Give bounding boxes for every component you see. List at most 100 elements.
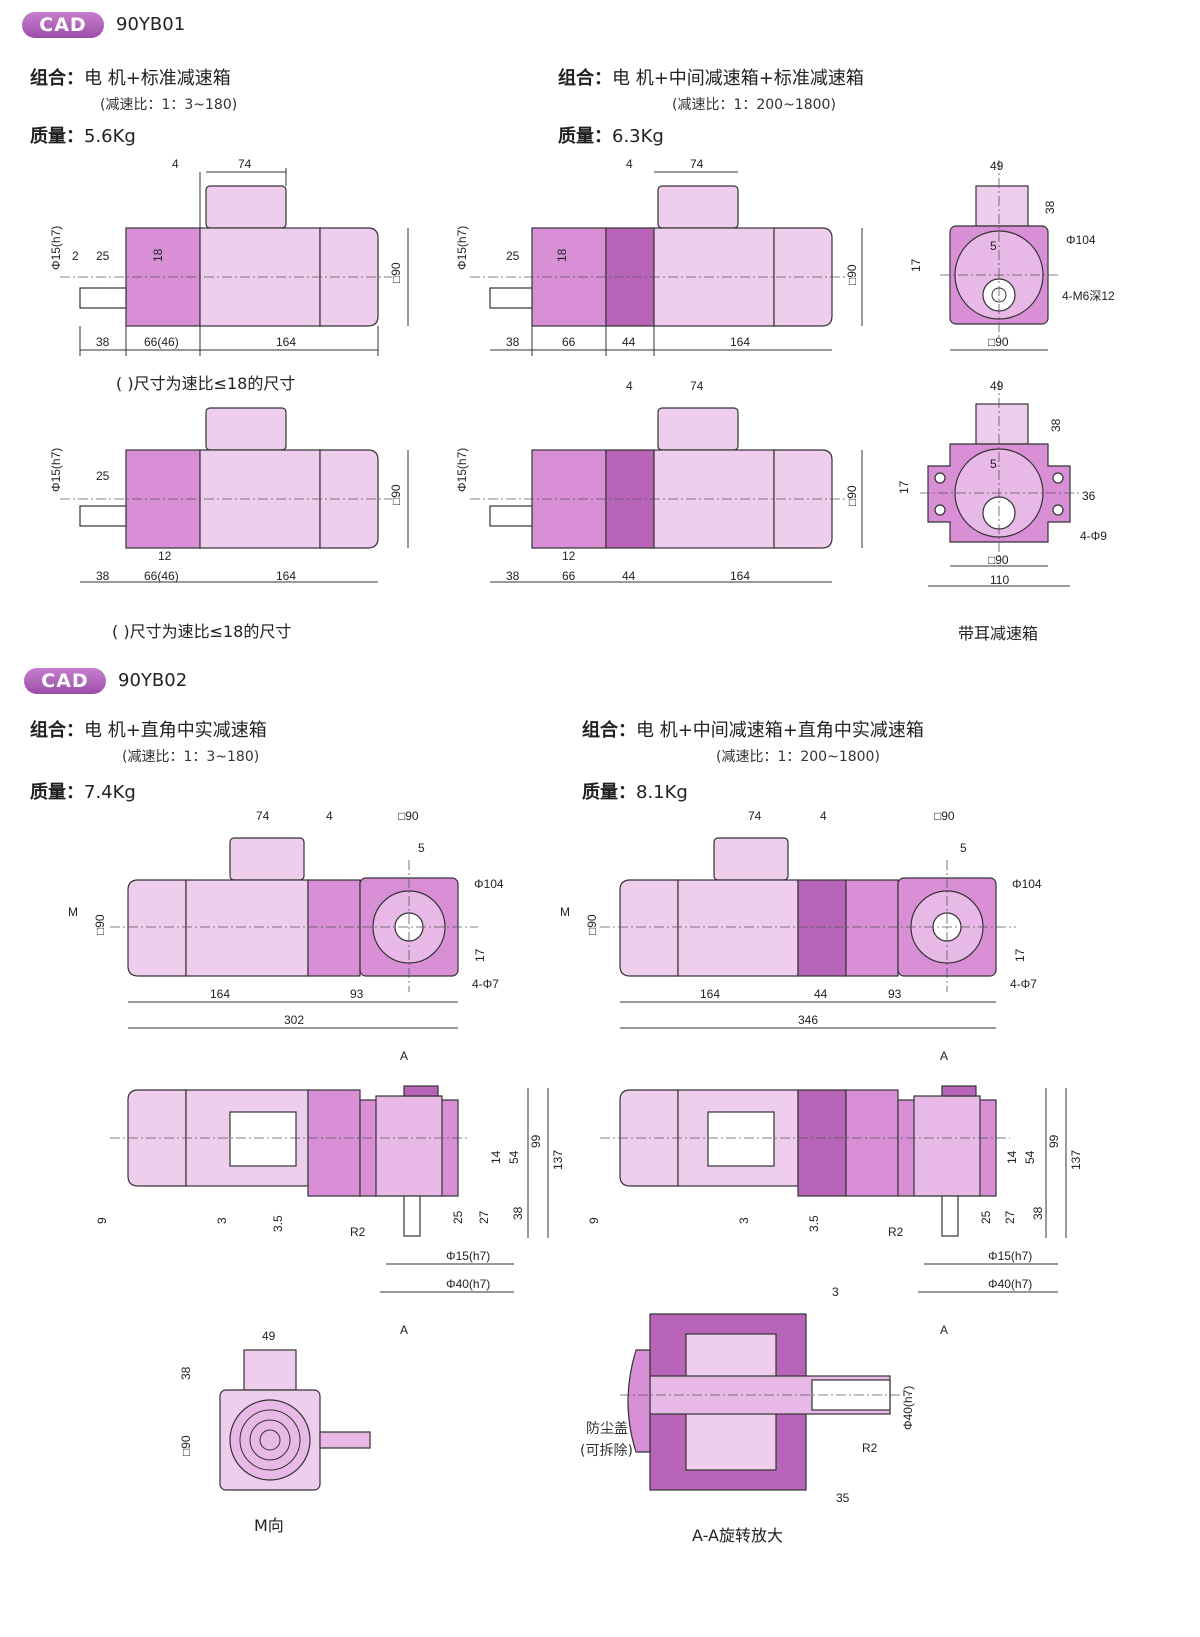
dim-18: 18 xyxy=(555,248,569,262)
combo-value: 电 机+中间减速箱+直角中实减速箱 xyxy=(636,720,924,741)
mass-label: 质量： xyxy=(558,126,612,147)
hollow-output xyxy=(913,1095,981,1197)
side-shaft xyxy=(319,1431,371,1449)
dust-cover-note: (可拆除) xyxy=(580,1443,633,1459)
dim-36: 36 xyxy=(1082,489,1096,503)
note-ratio-1: ( )尺寸为速比≤18的尺寸 xyxy=(116,374,296,393)
gearbox-body xyxy=(845,879,899,977)
dim-sq90: □90 xyxy=(93,914,107,935)
output-shaft xyxy=(489,287,533,309)
combo-right-1: 组合：电 机+中间减速箱+标准减速箱 xyxy=(558,64,864,90)
dim-17: 17 xyxy=(1013,948,1027,962)
dim-phi15: Φ15(h7) xyxy=(49,448,63,492)
dim-4: 4 xyxy=(326,809,333,823)
motor-endcap xyxy=(127,1089,187,1187)
dim-phi104: Φ104 xyxy=(1012,877,1042,891)
mass-left-1: 质量：5.6Kg xyxy=(30,122,136,148)
mass-label: 质量： xyxy=(582,782,636,803)
mass-value: 6.3Kg xyxy=(612,126,664,147)
terminal-box xyxy=(205,185,287,229)
drawing-90yb01-standard-b: 38 66(46) 164 12 □90 Φ15(h7) 25 xyxy=(49,407,409,583)
dim-3: 3 xyxy=(737,1217,751,1224)
section-a-top: A xyxy=(940,1049,948,1063)
dim-38: 38 xyxy=(96,335,110,349)
dim-25: 25 xyxy=(96,469,110,483)
dim-sq90: □90 xyxy=(389,262,403,283)
combo-value: 电 机+中间减速箱+标准减速箱 xyxy=(612,68,864,89)
note-ratio-2: ( )尺寸为速比≤18的尺寸 xyxy=(112,622,292,641)
dim-3-5: 3.5 xyxy=(807,1215,821,1232)
drawing-90yb01-front: 49 38 Φ104 4-M6深12 5 17 □90 xyxy=(909,159,1115,351)
combo-label: 组合： xyxy=(582,720,636,741)
shaft-top xyxy=(941,1085,977,1097)
dim-74: 74 xyxy=(690,157,704,171)
dim-164: 164 xyxy=(700,987,720,1001)
dim-sq90: □90 xyxy=(845,264,859,285)
dim-27: 27 xyxy=(477,1210,491,1224)
dim-35: 35 xyxy=(836,1491,850,1505)
label-m: M xyxy=(68,905,78,919)
dim-44: 44 xyxy=(814,987,828,1001)
dim-25: 25 xyxy=(506,249,520,263)
dim-sq90-top: □90 xyxy=(398,809,419,823)
dim-164: 164 xyxy=(276,335,296,349)
dim-54: 54 xyxy=(507,1150,521,1164)
dim-38: 38 xyxy=(96,569,110,583)
shaft-top xyxy=(403,1085,439,1097)
dim-74: 74 xyxy=(238,157,252,171)
dim-27: 27 xyxy=(1003,1210,1017,1224)
mass-value: 5.6Kg xyxy=(84,126,136,147)
dim-49: 49 xyxy=(990,379,1004,393)
dim-4: 4 xyxy=(626,379,633,393)
drawing-90yb01-standard: 74 4 38 66(46) 164 □90 Φ15(h7) 25 2 18 xyxy=(49,157,409,356)
dim-9: 9 xyxy=(587,1217,601,1224)
dim-phi40: Φ40(h7) xyxy=(988,1277,1032,1291)
ratio-right-2: (减速比：1：200~1800) xyxy=(716,749,880,765)
dim-17: 17 xyxy=(909,258,923,272)
dim-74: 74 xyxy=(748,809,762,823)
drawing-90yb01-intermediate-b: 38 66 44 164 12 74 4 □90 Φ15(h7) xyxy=(455,379,863,583)
shaft-key xyxy=(403,1195,421,1237)
motor-body xyxy=(677,879,799,977)
mass-left-2: 质量：7.4Kg xyxy=(30,778,136,804)
dim-38: 38 xyxy=(506,335,520,349)
dim-17: 17 xyxy=(473,948,487,962)
dim-sq90-top: □90 xyxy=(934,809,955,823)
motor-body xyxy=(185,879,309,977)
dim-38: 38 xyxy=(506,569,520,583)
dim-12: 12 xyxy=(158,549,172,563)
dim-sq90: □90 xyxy=(988,335,1009,349)
dim-2: 2 xyxy=(72,249,79,263)
dim-5: 5 xyxy=(960,841,967,855)
dim-4-m6: 4-M6深12 xyxy=(1062,289,1115,303)
dim-12: 12 xyxy=(562,549,576,563)
dim-44: 44 xyxy=(622,335,636,349)
mass-value: 7.4Kg xyxy=(84,782,136,803)
mass-right-1: 质量：6.3Kg xyxy=(558,122,664,148)
combo-value: 电 机+直角中实减速箱 xyxy=(84,720,267,741)
gearbox-body xyxy=(845,1089,899,1197)
dim-3: 3 xyxy=(832,1285,839,1299)
dim-38: 38 xyxy=(511,1206,525,1220)
combo-left-2: 组合：电 机+直角中实减速箱 xyxy=(30,716,267,742)
m-view-caption: M向 xyxy=(254,1516,284,1535)
dim-phi15: Φ15(h7) xyxy=(455,226,469,270)
ratio-right-1: (减速比：1：200~1800) xyxy=(672,97,836,113)
motor-endcap xyxy=(127,879,187,977)
cad-badge-1: CAD xyxy=(22,12,104,38)
dim-38: 38 xyxy=(179,1366,193,1380)
dim-5: 5 xyxy=(990,457,997,471)
ratio-left-1: (减速比：1：3~180) xyxy=(100,97,238,113)
gearbox-body xyxy=(307,1089,361,1197)
dim-14: 14 xyxy=(1005,1150,1019,1164)
section-a-top: A xyxy=(400,1049,408,1063)
label-m: M xyxy=(560,905,570,919)
section-a-bottom: A xyxy=(400,1323,408,1337)
drawing-90yb02-intermediate-top: M □90 74 4 □90 5 Φ104 17 4-Φ7 164 44 93 … xyxy=(560,809,1042,1029)
model-90yb02: 90YB02 xyxy=(118,670,188,691)
mass-label: 质量： xyxy=(30,782,84,803)
terminal-box xyxy=(243,1349,297,1391)
dim-r2: R2 xyxy=(888,1225,904,1239)
dim-sq90: □90 xyxy=(845,485,859,506)
dim-4-phi9: 4-Φ9 xyxy=(1080,529,1107,543)
